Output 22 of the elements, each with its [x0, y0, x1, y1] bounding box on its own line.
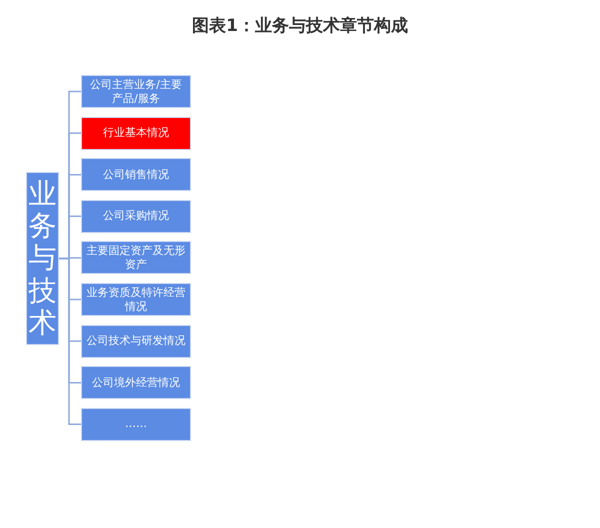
- box-label: 公司采购情况: [102, 209, 170, 224]
- box-label: 业务资质及特许经营情况: [86, 286, 186, 314]
- section-box: [81, 324, 191, 358]
- section-box: [81, 408, 191, 441]
- box-label: 主要固定资产及无形资产: [86, 244, 186, 272]
- box-label: 公司销售情况: [102, 168, 170, 182]
- section-box: [81, 75, 191, 108]
- connector-line: [59, 258, 81, 426]
- section-box: [81, 200, 191, 233]
- section-box: [81, 158, 191, 192]
- box-label: 公司主营业务/主要产品/服务: [89, 78, 183, 106]
- box-label: ……: [124, 417, 148, 432]
- section-box: [81, 241, 191, 274]
- box-label: 业务与技术: [28, 178, 56, 339]
- section-box: [81, 366, 191, 400]
- diagram-title: 图表1：业务与技术章节构成: [192, 16, 408, 36]
- section-box: [81, 116, 191, 150]
- category-box: [26, 172, 59, 345]
- box-label: 公司技术与研发情况: [86, 334, 186, 348]
- box-label: 行业基本情况: [102, 126, 170, 140]
- box-label: 公司境外经营情况: [91, 376, 181, 390]
- section-box: [81, 283, 191, 316]
